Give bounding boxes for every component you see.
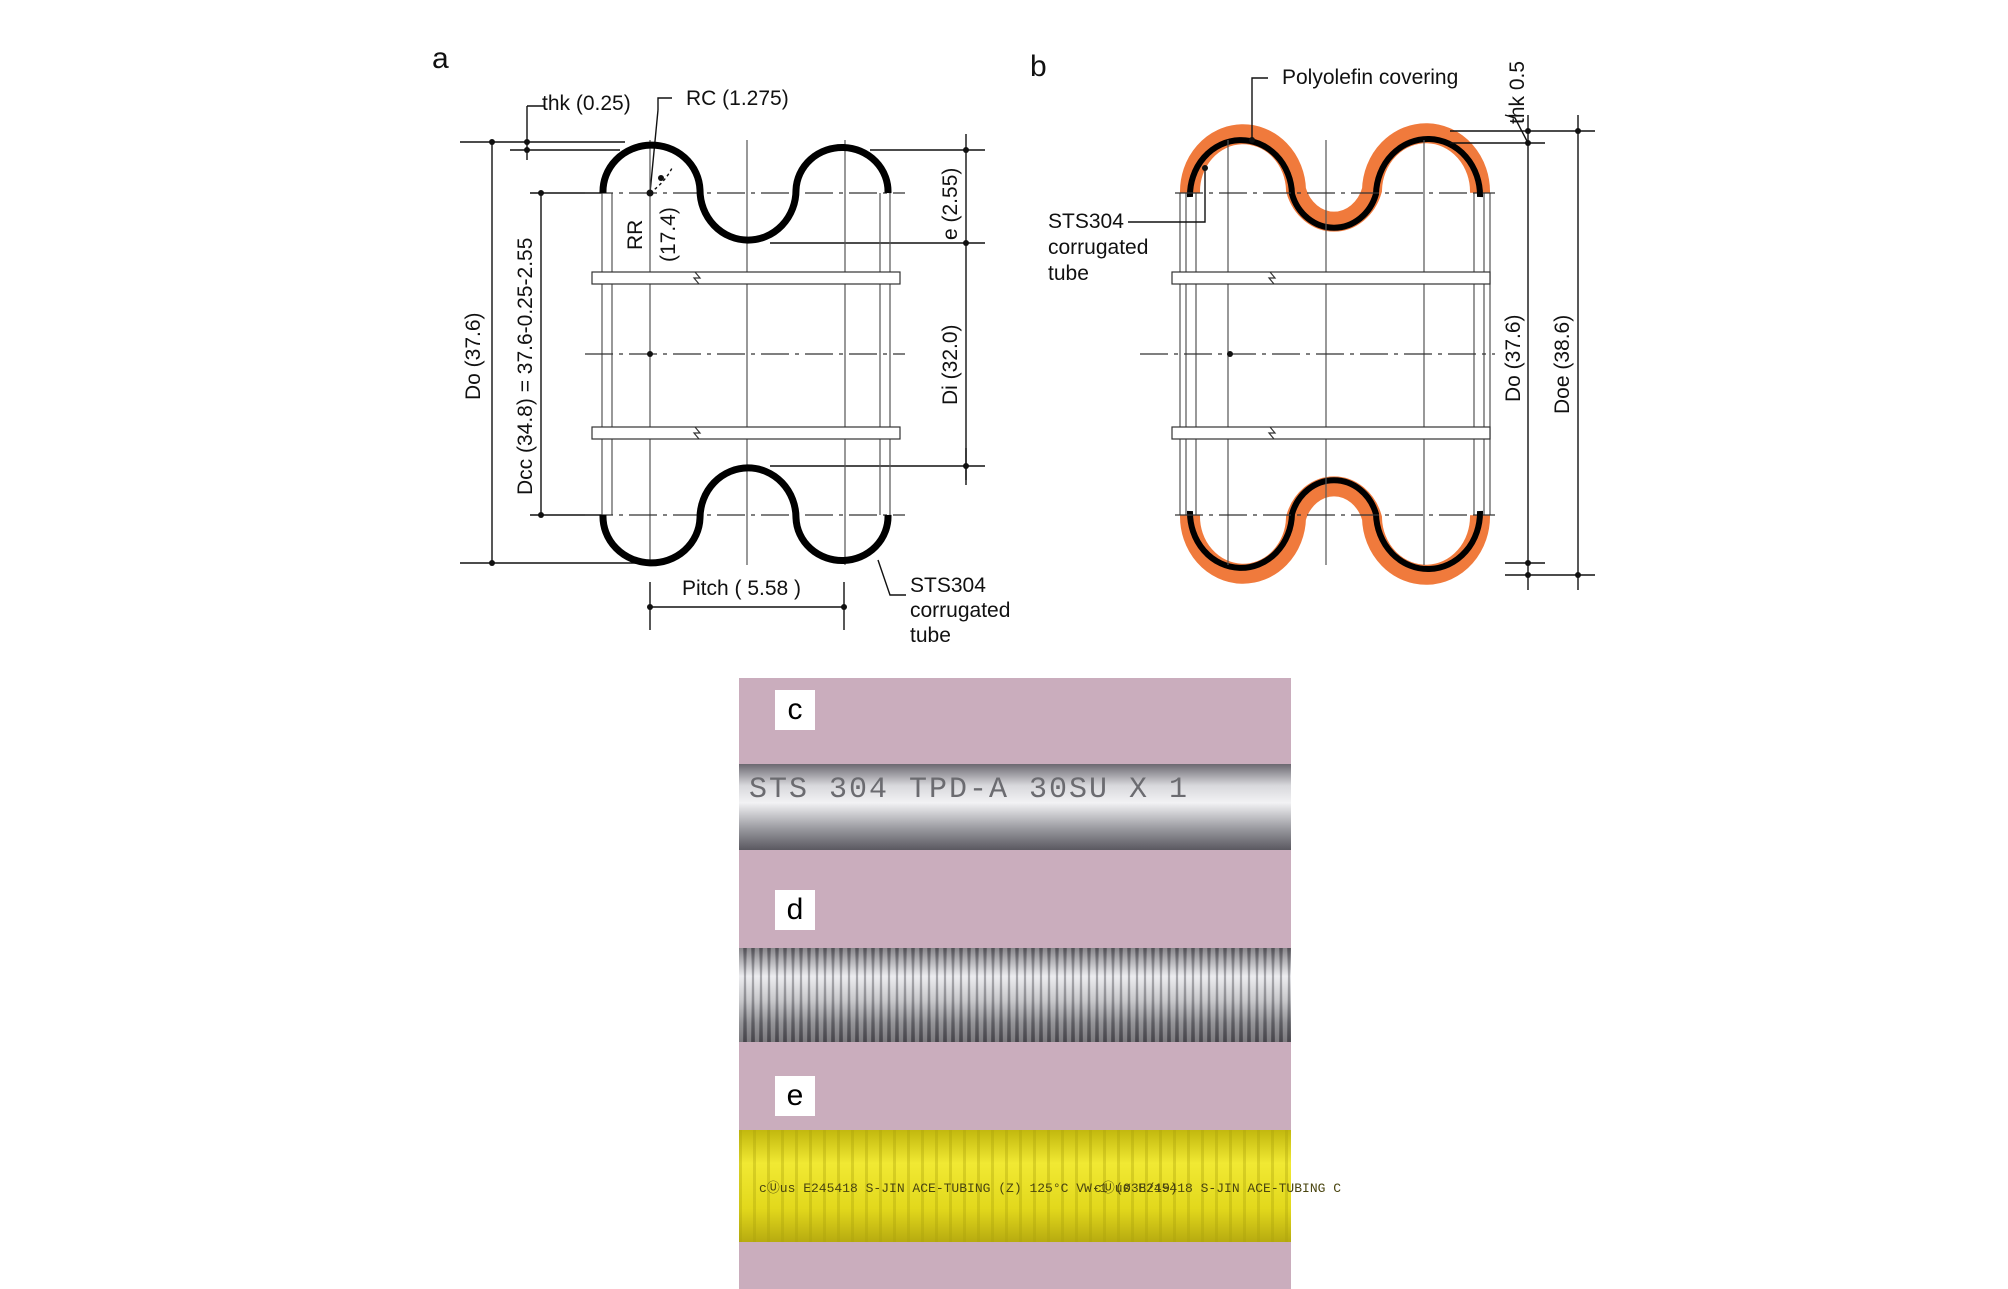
photo-e-imprint-1: cⓊus E245418 S-JIN ACE-TUBING (Z) 125°C … [759,1181,1178,1196]
smooth-tube [739,764,1291,850]
e-label: e (2.55) [939,168,962,240]
thk-b-label: thk 0.5 [1506,61,1529,124]
panel-b-letter: b [1030,50,1047,83]
photo-c-imprint: STS 304 TPD-A 30SU X 1 [749,773,1190,807]
doe-label: Doe (38.6) [1551,315,1574,414]
tube-label-b-2: corrugated [1048,236,1148,259]
di-label: Di (32.0) [939,324,962,405]
do-label: Do (37.6) [462,312,485,400]
rr-value-label: (17.4) [657,207,680,262]
tube-label-b-1: STS304 [1048,210,1124,233]
covering-label: Polyolefin covering [1282,66,1458,89]
tube-label-b-3: tube [1048,262,1089,285]
rr-label: RR [624,220,647,250]
photo-panel: c d e STS 304 TPD-A 30SU X 1 cⓊus E24541… [739,678,1341,1289]
pitch-label: Pitch ( 5.58 ) [682,577,801,600]
tube-label-a-2: corrugated [910,599,1010,622]
tube-label-a-3: tube [910,624,951,647]
panel-a-letter: a [432,42,449,75]
dcc-label: Dcc (34.8) = 37.6-0.25-2.55 [514,238,537,495]
tube-label-a-1: STS304 [910,574,986,597]
photo-background [739,678,1291,1289]
do-b-label: Do (37.6) [1502,314,1525,402]
photo-c-label: c [775,690,815,730]
thk-label: thk (0.25) [542,92,631,115]
rc-label: RC (1.275) [686,87,789,110]
photo-e-label: e [775,1076,815,1116]
photo-d-label: d [775,890,815,930]
photo-e-imprint-2: cⓊus E245418 S-JIN ACE-TUBING C [1094,1181,1342,1196]
